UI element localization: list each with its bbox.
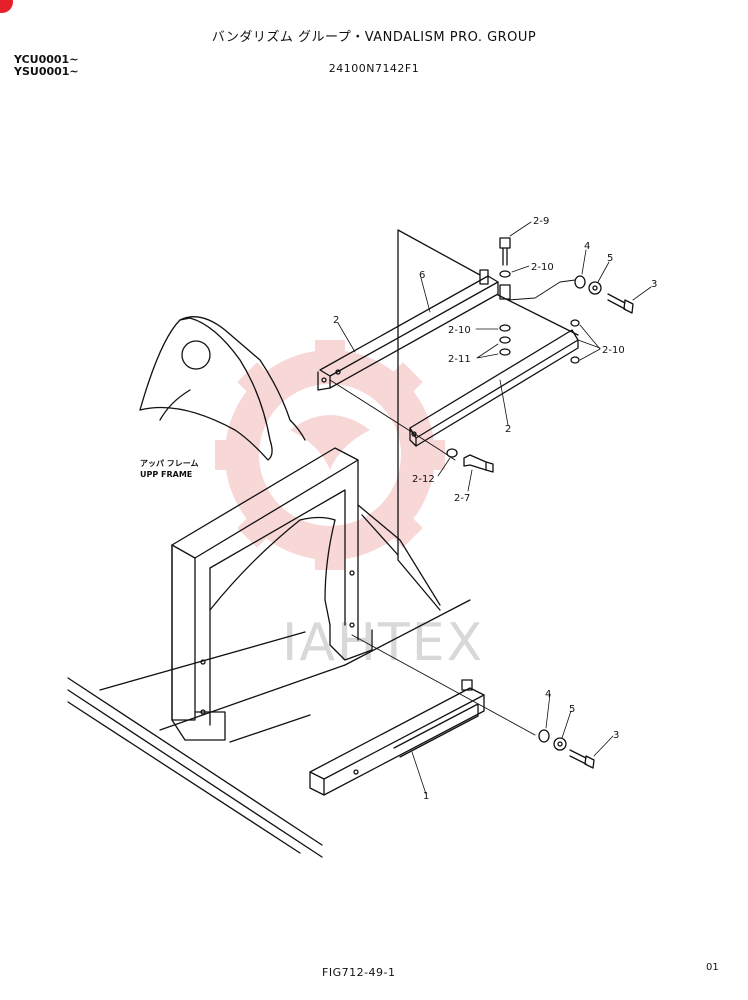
watermark-text: IAHTEX (282, 613, 484, 673)
callout-4: 4 (584, 241, 590, 252)
callout-2: 2 (505, 424, 511, 435)
callout-2-10: 2-10 (602, 345, 625, 356)
serial-ycu: YCU0001~ (14, 53, 79, 66)
callout-leaders (337, 221, 652, 795)
callout-4: 4 (545, 689, 551, 700)
callout-5: 5 (607, 253, 613, 264)
upper-frame-bracket (139, 316, 306, 461)
callout-2-9: 2-9 (533, 216, 549, 227)
callout-3: 3 (613, 730, 619, 741)
page-title: バンダリズム グループ・VANDALISM PRO. GROUP (211, 30, 537, 45)
callout-2-7: 2-7 (454, 493, 470, 504)
callout-5: 5 (569, 704, 575, 715)
frame-label-jp: アッパ フレーム (140, 458, 199, 468)
callout-2-11: 2-11 (448, 354, 471, 365)
stand-frame (171, 447, 441, 741)
serial-range: YCU0001~ YSU0001~ (14, 54, 79, 78)
callout-3: 3 (651, 279, 657, 290)
hardware (446, 237, 634, 769)
callout-numbers: 2-9 2-10 4 5 3 6 2 2-10 2-11 2-10 2 2-12… (333, 216, 657, 802)
bar-part-6 (317, 269, 511, 391)
callout-6: 6 (419, 270, 425, 281)
frame-label-en: UPP FRAME (140, 470, 192, 479)
callout-2-10: 2-10 (531, 262, 554, 273)
callout-2-12: 2-12 (412, 474, 435, 485)
document-number: 24100N7142F1 (328, 62, 420, 75)
base-frame (67, 599, 471, 858)
vertical-plate (397, 229, 481, 611)
serial-ysu: YSU0001~ (14, 65, 79, 78)
bar-part-1 (309, 679, 485, 796)
figure-number: FIG712-49-1 (322, 966, 396, 979)
corner-badge (0, 0, 13, 13)
callout-2: 2 (333, 315, 339, 326)
callout-2-10: 2-10 (448, 325, 471, 336)
callout-1: 1 (423, 791, 429, 802)
watermark-gear (215, 340, 445, 570)
page-number: 01 (706, 962, 719, 973)
